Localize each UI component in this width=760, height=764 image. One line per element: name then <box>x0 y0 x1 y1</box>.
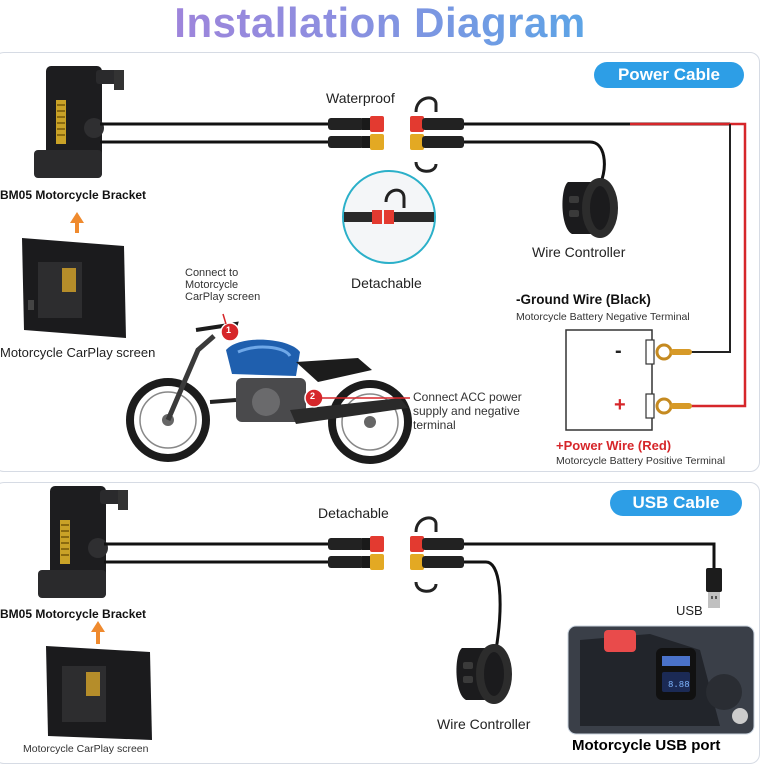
ground-wire-title: -Ground Wire (Black) <box>516 292 651 307</box>
power-wire-title: +Power Wire (Red) <box>556 438 672 453</box>
bracket-image <box>34 66 124 178</box>
connect-acc-label: Connect ACC power supply and negative te… <box>413 390 522 432</box>
power-wire-subtitle: Motorcycle Battery Positive Terminal <box>556 455 726 467</box>
usb-right-connectors <box>410 516 464 593</box>
ground-wire-subtitle: Motorcycle Battery Negative Terminal <box>516 311 690 323</box>
carplay-screen-image <box>22 238 126 338</box>
usb-wire-controller-image <box>456 644 512 704</box>
usb-carplay-screen-label: Motorcycle CarPlay screen <box>23 743 149 755</box>
step-2-marker: 2 <box>310 391 316 401</box>
page-title: Installation Diagram <box>0 0 760 46</box>
wire-controller-label: Wire Controller <box>532 244 626 260</box>
detachable-inset <box>342 170 436 264</box>
usb-bracket-image <box>38 486 128 598</box>
usb-plug-label: USB <box>676 603 703 618</box>
battery-minus-label: - <box>615 340 622 362</box>
detachable-label: Detachable <box>351 275 422 291</box>
wire-controller-image <box>562 178 618 238</box>
usb-carplay-screen-image <box>46 646 152 740</box>
connect-screen-label: Connect to Motorcycle CarPlay screen <box>185 267 261 303</box>
usb-detachable-label: Detachable <box>318 505 389 521</box>
usb-port-photo: 8.88 <box>567 625 755 735</box>
arrow-up-icon <box>91 621 105 644</box>
battery-diagram <box>565 329 692 431</box>
usb-wire-controller-label: Wire Controller <box>437 716 531 732</box>
waterproof-label: Waterproof <box>326 90 395 106</box>
arrow-up-icon <box>70 212 84 233</box>
usb-bracket-label: BM05 Motorcycle Bracket <box>0 607 147 621</box>
carplay-screen-label: Motorcycle CarPlay screen <box>0 345 156 360</box>
left-connectors <box>328 116 384 150</box>
bracket-label: BM05 Motorcycle Bracket <box>0 188 147 202</box>
usb-plug-icon <box>706 568 722 608</box>
battery-plus-label: + <box>614 394 626 416</box>
svg-text:8.88: 8.88 <box>668 680 690 690</box>
right-connectors <box>410 96 464 173</box>
power-cable-badge: Power Cable <box>594 62 744 88</box>
usb-cable-badge: USB Cable <box>610 490 742 516</box>
step-1-marker: 1 <box>226 325 232 335</box>
usb-left-connectors <box>328 536 384 570</box>
motorcycle-image <box>126 313 412 464</box>
usb-port-label: Motorcycle USB port <box>572 737 721 754</box>
